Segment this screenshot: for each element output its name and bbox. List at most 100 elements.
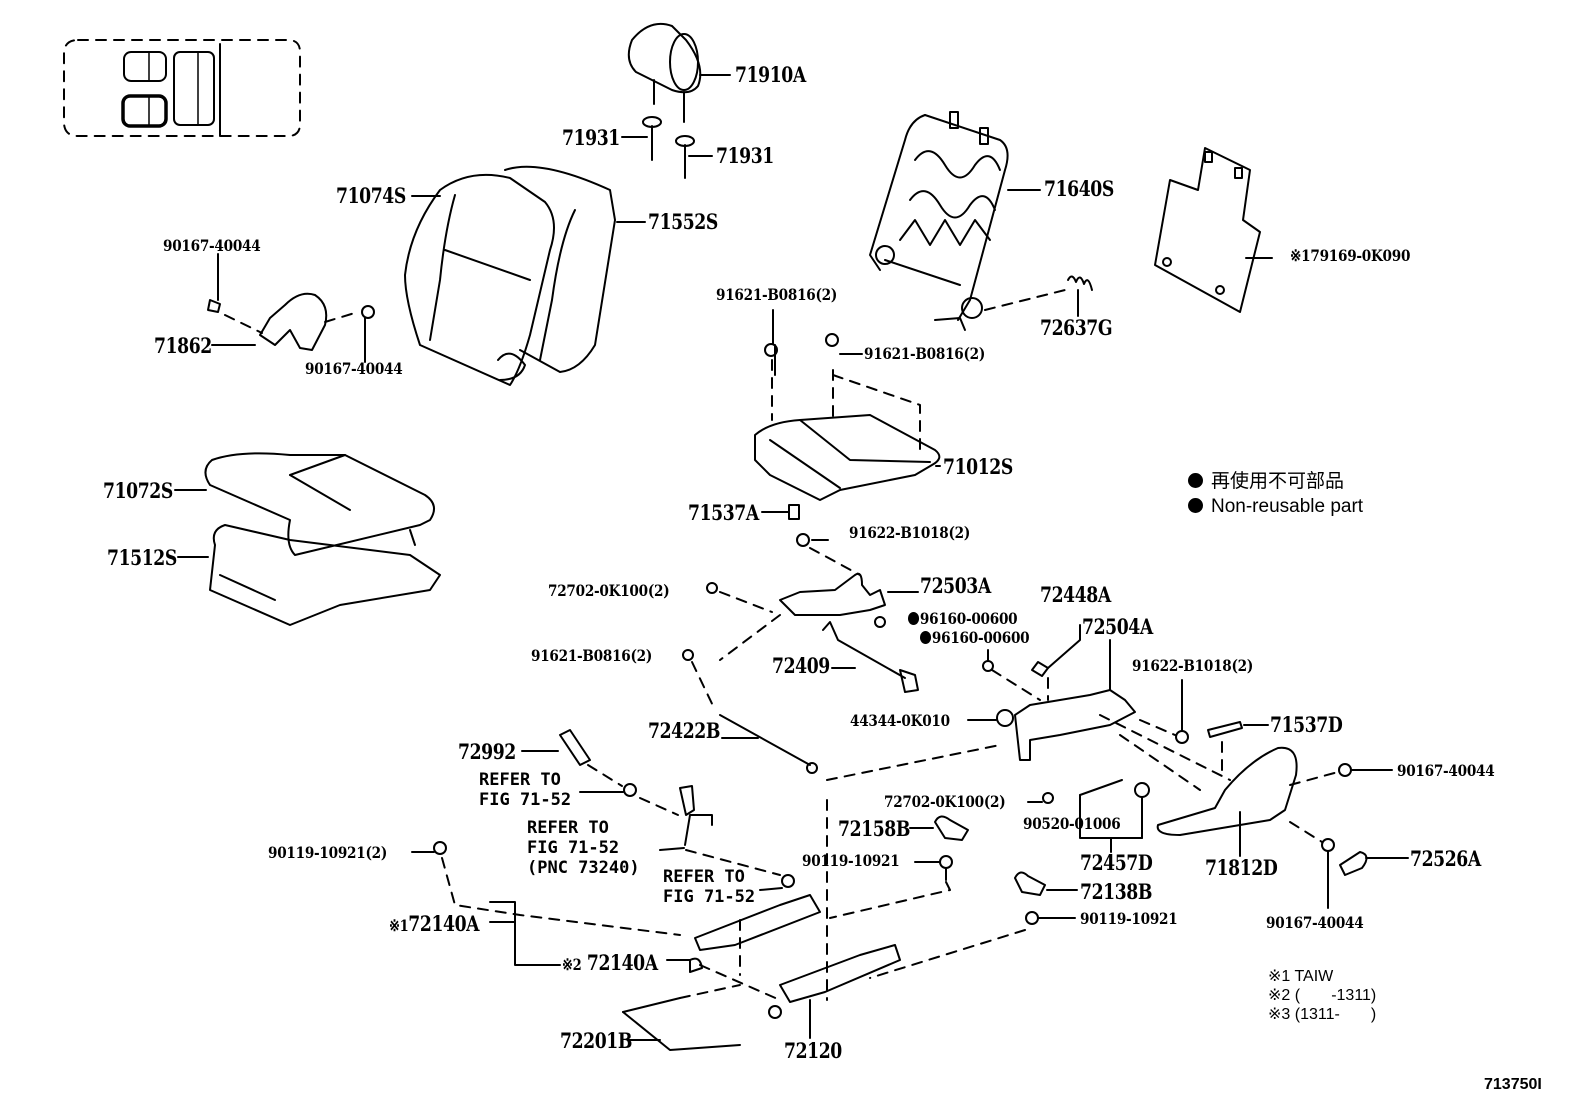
part-label-72201B[interactable]: 72201B bbox=[560, 1028, 633, 1053]
part-label-44344-0K010[interactable]: 44344-0K010 bbox=[850, 711, 950, 730]
pad-71537A bbox=[761, 504, 861, 576]
headrest-71910A bbox=[627, 22, 731, 123]
part-label-71074S[interactable]: 71074S bbox=[336, 183, 406, 208]
part-label-72992[interactable]: 72992 bbox=[458, 739, 516, 764]
spring-72637G bbox=[1067, 275, 1093, 317]
release-rod-72409 bbox=[822, 616, 919, 693]
non-reusable-marker bbox=[908, 612, 920, 625]
reference-line: REFER TO bbox=[527, 818, 609, 838]
figure-id: 713750I bbox=[1484, 1076, 1542, 1093]
part-label-91621-B0816[interactable]: 91621-B0816(2) bbox=[864, 344, 986, 363]
part-label-90167-40044[interactable]: 90167-40044 bbox=[305, 359, 403, 378]
legend-text: 再使用不可部品 bbox=[1211, 471, 1345, 492]
part-label-72138B[interactable]: 72138B bbox=[1080, 879, 1153, 904]
note-mark: ※1 bbox=[389, 916, 409, 935]
seatback-cover-71074S bbox=[404, 173, 555, 386]
part-number: 79169-0K090 bbox=[1310, 246, 1411, 265]
seat-adjuster-72140A bbox=[411, 841, 821, 973]
part-label-72702-0K100[interactable]: 72702-0K100(2) bbox=[548, 581, 670, 600]
seat-cushion-cover-71072S bbox=[174, 452, 435, 556]
part-label-71812D[interactable]: 71812D bbox=[1205, 855, 1278, 880]
part-label-72140A-taiw[interactable]: ※172140A bbox=[389, 911, 480, 936]
headrest-guide-71931 bbox=[621, 116, 713, 179]
part-label-71640S[interactable]: 71640S bbox=[1044, 176, 1114, 201]
reference-line: FIG 71-52 bbox=[527, 838, 620, 858]
reference-line: FIG 71-52 bbox=[663, 887, 756, 907]
part-label-96160-00600[interactable]: 96160-00600 bbox=[920, 628, 1030, 647]
reference-line: REFER TO bbox=[663, 867, 745, 887]
part-label-90520-01006[interactable]: 90520-01006 bbox=[1023, 814, 1121, 833]
reference-fig-71-52[interactable]: REFER TO FIG 71-52 bbox=[663, 869, 755, 906]
part-label-72409[interactable]: 72409 bbox=[772, 653, 830, 678]
part-label-71910A[interactable]: 71910A bbox=[735, 62, 806, 87]
part-label-72140A-pre-1311[interactable]: ※2 72140A bbox=[562, 952, 658, 973]
part-label-90119-10921[interactable]: 90119-10921 bbox=[1080, 909, 1178, 928]
part-number: 72140A bbox=[408, 911, 480, 936]
part-label-72448A[interactable]: 72448A bbox=[1040, 582, 1111, 607]
footnote: ※3 (1311- ) bbox=[1268, 1006, 1377, 1023]
part-number: 96160-00600 bbox=[919, 609, 1018, 628]
part-label-72702-0K100[interactable]: 72702-0K100(2) bbox=[884, 792, 1006, 811]
part-label-91621-B0816[interactable]: 91621-B0816(2) bbox=[716, 285, 838, 304]
footnote: ※1 TAIW bbox=[1268, 968, 1334, 985]
link-72457D bbox=[1027, 779, 1150, 853]
part-label-71512S[interactable]: 71512S bbox=[107, 545, 177, 570]
seatback-board-79169-0K090 bbox=[1154, 147, 1273, 313]
wire-72201B bbox=[622, 984, 741, 1051]
legend-text: Non-reusable part bbox=[1211, 496, 1364, 517]
part-label-91622-B1018[interactable]: 91622-B1018(2) bbox=[849, 523, 971, 542]
part-label-71537D[interactable]: 71537D bbox=[1270, 712, 1343, 737]
part-label-71537A[interactable]: 71537A bbox=[688, 500, 759, 525]
part-label-90119-10921[interactable]: 90119-10921 bbox=[802, 851, 900, 870]
part-label-72503A[interactable]: 72503A bbox=[920, 573, 991, 598]
reference-line: FIG 71-52 bbox=[479, 790, 572, 810]
part-label-71072S[interactable]: 71072S bbox=[103, 478, 173, 503]
cover-72138B bbox=[869, 871, 1078, 979]
part-label-72526A[interactable]: 72526A bbox=[1410, 846, 1481, 871]
pin-71537D bbox=[1139, 679, 1269, 776]
seat-cushion-frame-71012S bbox=[754, 309, 941, 501]
recliner-bracket-72503A bbox=[706, 572, 919, 661]
part-label-71931[interactable]: 71931 bbox=[716, 143, 774, 168]
seatback-pad-71552S bbox=[497, 165, 646, 381]
part-label-91622-B1018[interactable]: 91622-B1018(2) bbox=[1132, 656, 1254, 675]
recliner-cover-71812D bbox=[1099, 714, 1409, 909]
seat-belt-buckle bbox=[639, 785, 795, 891]
part-label-71862[interactable]: 71862 bbox=[154, 333, 212, 358]
part-label-90167-40044[interactable]: 90167-40044 bbox=[163, 236, 261, 255]
cover-72158B bbox=[829, 815, 969, 919]
note-mark: ※1 bbox=[1290, 246, 1311, 265]
seat-adjuster-72120 bbox=[699, 744, 1001, 1039]
part-label-72504A[interactable]: 72504A bbox=[1082, 614, 1153, 639]
part-label-71931[interactable]: 71931 bbox=[562, 125, 620, 150]
part-number: 72140A bbox=[586, 950, 658, 975]
part-label-90119-10921-2[interactable]: 90119-10921(2) bbox=[268, 843, 388, 862]
part-label-72457D[interactable]: 72457D bbox=[1080, 850, 1153, 875]
cable-72422B bbox=[682, 649, 818, 774]
part-label-72637G[interactable]: 72637G bbox=[1040, 315, 1113, 340]
stopper-72992 bbox=[521, 729, 637, 797]
part-label-71012S[interactable]: 71012S bbox=[943, 454, 1013, 479]
part-label-90167-40044[interactable]: 90167-40044 bbox=[1266, 913, 1364, 932]
part-label-79169-0K090[interactable]: ※179169-0K090 bbox=[1290, 248, 1410, 264]
seat-cushion-pad-71512S bbox=[177, 524, 441, 626]
part-number: 96160-00600 bbox=[931, 628, 1030, 647]
part-label-96160-00600[interactable]: 96160-00600 bbox=[908, 609, 1018, 628]
non-reusable-marker bbox=[1188, 473, 1203, 488]
legend-non-reusable-en: Non-reusable part bbox=[1188, 497, 1363, 516]
part-label-72120[interactable]: 72120 bbox=[784, 1038, 842, 1063]
reference-fig-71-52-pnc-73240[interactable]: REFER TO FIG 71-52 (PNC 73240) bbox=[527, 820, 640, 877]
reference-fig-71-52[interactable]: REFER TO FIG 71-52 bbox=[479, 772, 571, 809]
part-label-72158B[interactable]: 72158B bbox=[838, 816, 911, 841]
seatback-frame-71640S bbox=[869, 111, 1066, 331]
part-label-91621-B0816[interactable]: 91621-B0816(2) bbox=[531, 646, 653, 665]
hinge-cover-71862 bbox=[207, 253, 375, 363]
part-label-72422B[interactable]: 72422B bbox=[648, 718, 721, 743]
seat-location-key bbox=[63, 39, 301, 137]
part-label-71552S[interactable]: 71552S bbox=[648, 209, 718, 234]
non-reusable-marker bbox=[920, 631, 932, 644]
non-reusable-marker bbox=[1188, 498, 1203, 513]
part-label-90167-40044[interactable]: 90167-40044 bbox=[1397, 761, 1495, 780]
footnote: ※2 ( -1311) bbox=[1268, 987, 1377, 1004]
